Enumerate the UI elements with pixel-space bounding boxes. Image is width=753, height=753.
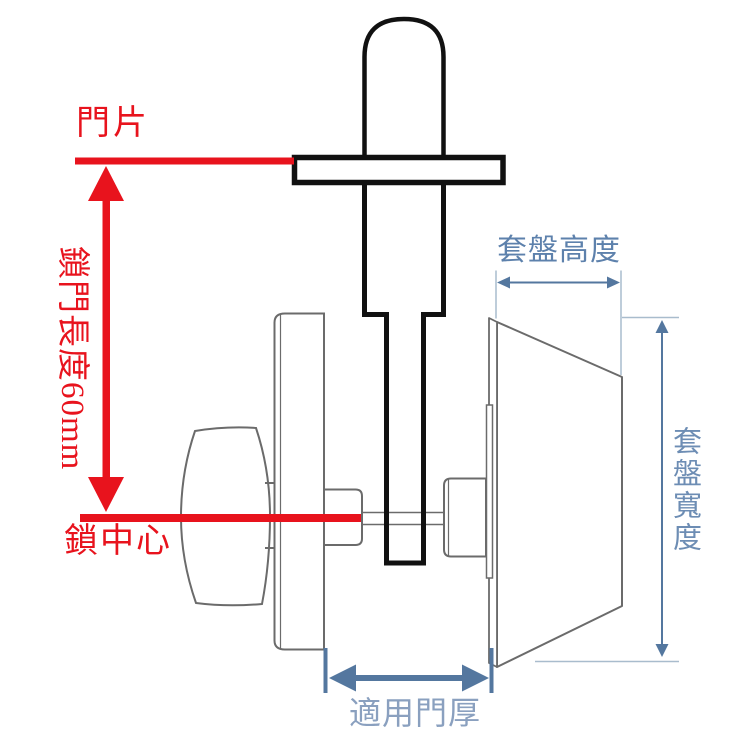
door-panel-label: 門片 [76,105,150,142]
lock-center-label: 鎖中心 [64,523,172,560]
door-thickness-label: 適用門厚 [349,695,482,731]
plate-height-arrowhead-left [497,276,510,289]
faceplate [291,154,506,186]
door-thickness-arrowhead-left [329,664,356,692]
plate-width-label: 套盤寬度 [668,426,701,554]
door-thickness-tick-left [323,648,328,693]
plate-width-arrowhead-up [655,320,669,333]
plate-width-arrowhead-down [655,644,669,657]
door-panel-line [75,157,294,165]
door-thickness-arrowhead-right [462,664,489,692]
plate-height-label: 套盤高度 [497,234,621,267]
lock-length-arrow-shaft [102,197,110,479]
escutcheon-plate [496,321,623,668]
lock-length-arrowhead-down [88,477,124,512]
lock-body-stem [362,182,446,566]
plate-height-arrowhead-right [607,276,620,289]
lock-length-arrowhead-up [88,166,124,201]
lock-center-line [80,514,361,522]
backplate-strip [485,404,494,579]
door-thickness-tick-right [489,648,494,693]
door-thickness-arrow-shaft [350,675,468,681]
right-hub [443,477,487,558]
rose-plate [273,312,325,651]
deadbolt-bolt [362,16,446,159]
lock-length-label: 鎖門長度60mm [54,246,90,471]
